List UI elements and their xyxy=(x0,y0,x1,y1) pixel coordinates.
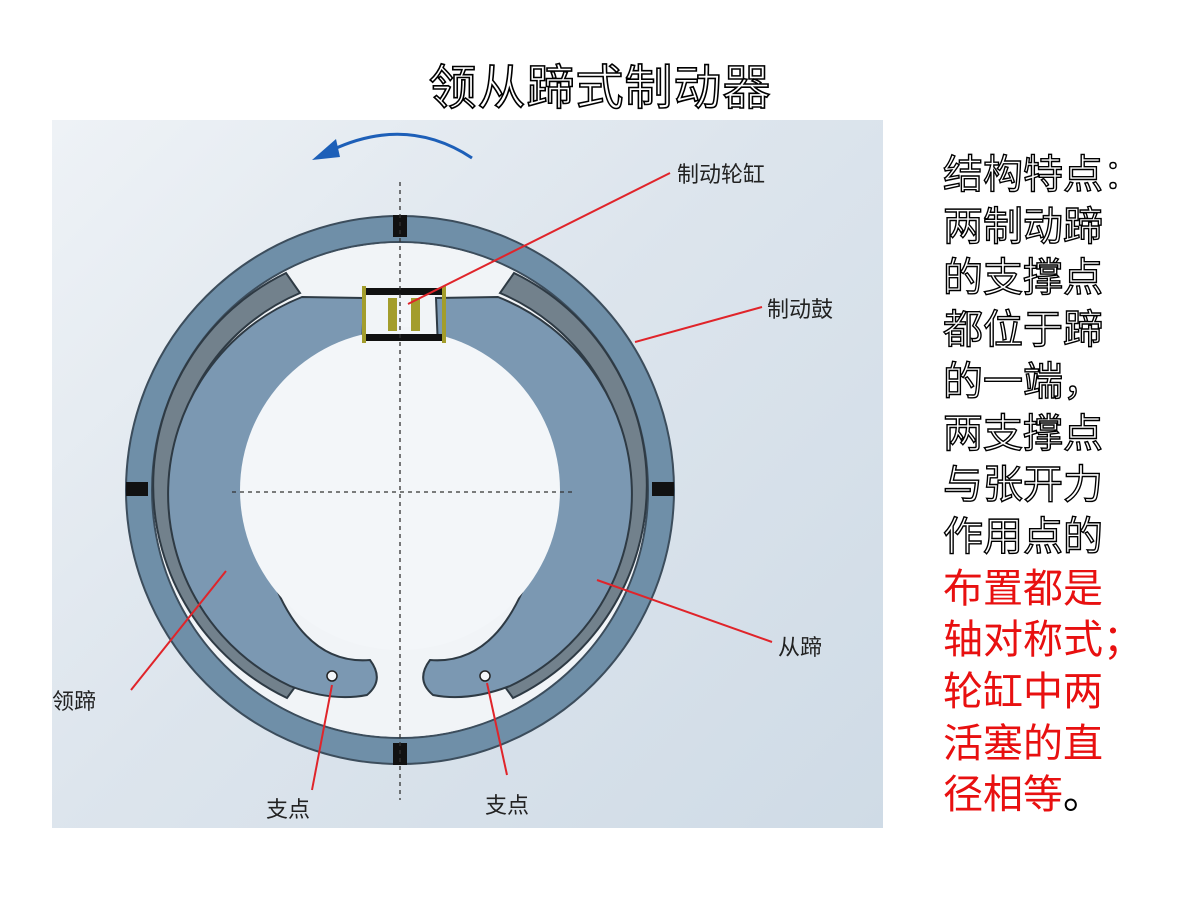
rotation-arrow-icon xyxy=(312,132,473,160)
desc-line-highlight: 布置都是 xyxy=(943,565,1103,612)
desc-line: 结构特点： xyxy=(942,151,1143,198)
leading-shoe-label: 领蹄 xyxy=(52,690,97,715)
desc-line-highlight: 径相等 xyxy=(943,772,1063,819)
desc-period: 。 xyxy=(1063,772,1103,819)
brake-drum-label: 制动鼓 xyxy=(767,298,834,323)
brake-diagram: 制动轮缸 制动鼓 领蹄 从蹄 支点 支点 xyxy=(52,120,883,828)
pivot-right-label: 支点 xyxy=(485,794,530,819)
page-title: 领从蹄式制动器 xyxy=(428,59,772,117)
desc-line: 的一端， xyxy=(942,358,1103,405)
desc-line: 两支撑点 xyxy=(942,410,1103,457)
desc-line: 作用点的 xyxy=(942,513,1103,560)
desc-line: 都位于蹄 xyxy=(942,306,1103,354)
leader-lines xyxy=(130,172,773,791)
brake-drawing xyxy=(125,132,773,800)
left-pivot-hole xyxy=(326,670,338,682)
desc-line-highlight: 轴对称式； xyxy=(943,617,1143,664)
desc-line: 与张开力 xyxy=(942,462,1103,509)
desc-line: 两制动蹄 xyxy=(942,203,1103,250)
right-pivot-hole xyxy=(479,670,491,682)
pivot-left-label: 支点 xyxy=(266,798,311,823)
desc-line-highlight: 活塞的直 xyxy=(943,720,1103,767)
desc-line-highlight: 轮缸中两 xyxy=(943,669,1103,716)
trailing-shoe-label: 从蹄 xyxy=(778,636,823,661)
desc-line: 的支撑点 xyxy=(942,255,1103,302)
structure-description: 结构特点： 两制动蹄 的支撑点 都位于蹄 的一端， 两支撑点 与张开力 作用点的… xyxy=(942,150,1193,822)
wheel-cylinder-label: 制动轮缸 xyxy=(677,163,766,188)
